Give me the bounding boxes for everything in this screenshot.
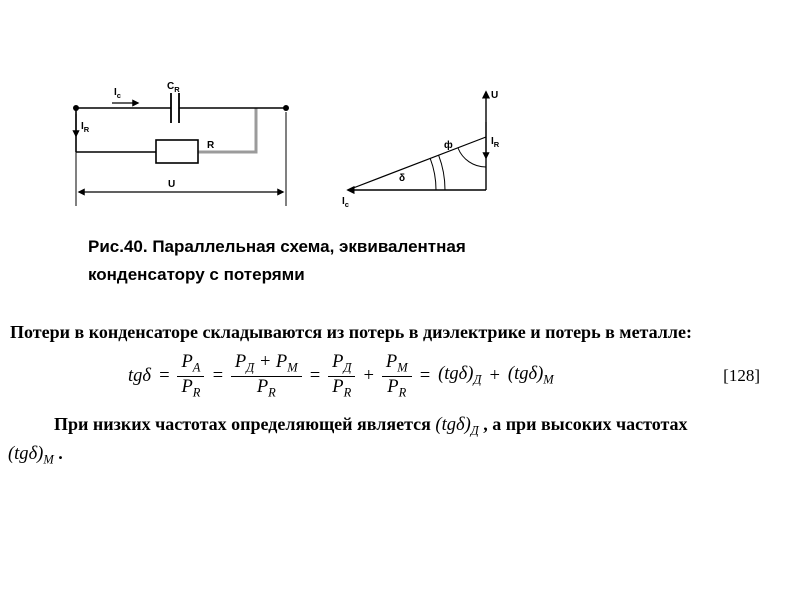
fraction-numerator: PМ xyxy=(381,352,412,377)
plus-sign: + xyxy=(488,365,501,386)
tg-delta-dielectric-term: (tgδ)Д xyxy=(438,364,482,387)
u-vector-label: U xyxy=(491,90,498,101)
equals-sign: = xyxy=(158,365,171,386)
fraction-numerator: PД + PМ xyxy=(230,352,302,377)
equals-sign: = xyxy=(211,365,224,386)
paragraph-frequencies-line-2: (tgδ)М . xyxy=(8,443,63,468)
fraction-pa-over-pr: PА PR xyxy=(177,352,205,400)
figure-caption-line-2: конденсатору с потерями xyxy=(88,265,305,284)
terminal-right xyxy=(283,105,289,111)
delta-angle-label: δ xyxy=(399,173,405,184)
figure-caption-line-1: Рис.40. Параллельная схема, эквивалентна… xyxy=(88,237,466,256)
resistor-box xyxy=(155,139,199,164)
tg-delta-metal-inline: (tgδ)М xyxy=(8,444,54,467)
ir-label: IR xyxy=(81,121,90,134)
fraction-denominator: PR xyxy=(181,376,201,400)
paragraph-losses: Потери в конденсаторе складываются из по… xyxy=(10,322,692,342)
phi-angle-arc xyxy=(457,147,487,168)
tg-delta-metal-term: (tgδ)М xyxy=(507,364,554,387)
delta-angle-arc-outer xyxy=(438,155,446,191)
fraction-pm-over-pr: PМ PR xyxy=(381,352,412,400)
paragraph-frequencies-text: При низких частотах определяющей являетс… xyxy=(54,414,431,434)
fraction-numerator: PА xyxy=(177,352,205,377)
fraction-pd-over-pr: PД PR xyxy=(328,352,356,400)
tg-delta-term: tgδ xyxy=(128,365,151,386)
paragraph-frequencies-period: . xyxy=(58,443,63,463)
paragraph-frequencies-text: , а при высоких частотах xyxy=(483,414,688,434)
phasor-diagram: U IR Iс ф δ xyxy=(342,90,500,209)
cr-label: CR xyxy=(167,81,180,94)
fraction-pd-plus-pm-over-pr: PД + PМ PR xyxy=(230,352,302,400)
figure-caption: Рис.40. Параллельная схема, эквивалентна… xyxy=(88,233,466,289)
plus-sign: + xyxy=(362,365,375,386)
equals-sign: = xyxy=(418,365,432,386)
equals-sign: = xyxy=(308,365,322,386)
equation-128: tgδ = PА PR = PД + PМ PR = PД PR + PМ PR… xyxy=(128,352,723,400)
fraction-numerator: PД xyxy=(328,352,356,377)
u-dimension-label: U xyxy=(168,179,175,190)
tg-delta-dielectric-inline: (tgδ)Д xyxy=(435,415,479,438)
ic-label: Iс xyxy=(114,87,121,100)
fraction-denominator: PR xyxy=(256,376,276,400)
return-wire-gray xyxy=(198,108,258,154)
ir-vector-label: IR xyxy=(491,136,500,149)
circuit-diagram: Iс CR IR R U xyxy=(72,81,289,206)
fraction-denominator: PR xyxy=(387,376,407,400)
delta-angle-arc-inner xyxy=(429,158,437,191)
paragraph-frequencies-line-1: При низких частотах определяющей являетс… xyxy=(54,414,688,439)
equation-number: [128] xyxy=(723,366,760,385)
ic-vector-label: Iс xyxy=(342,196,349,209)
equation-row: tgδ = PА PR = PД + PМ PR = PД PR + PМ PR… xyxy=(128,349,760,403)
total-current-vector xyxy=(347,136,487,191)
fraction-denominator: PR xyxy=(332,376,352,400)
phi-angle-label: ф xyxy=(444,139,453,151)
resistor-label: R xyxy=(207,140,215,151)
